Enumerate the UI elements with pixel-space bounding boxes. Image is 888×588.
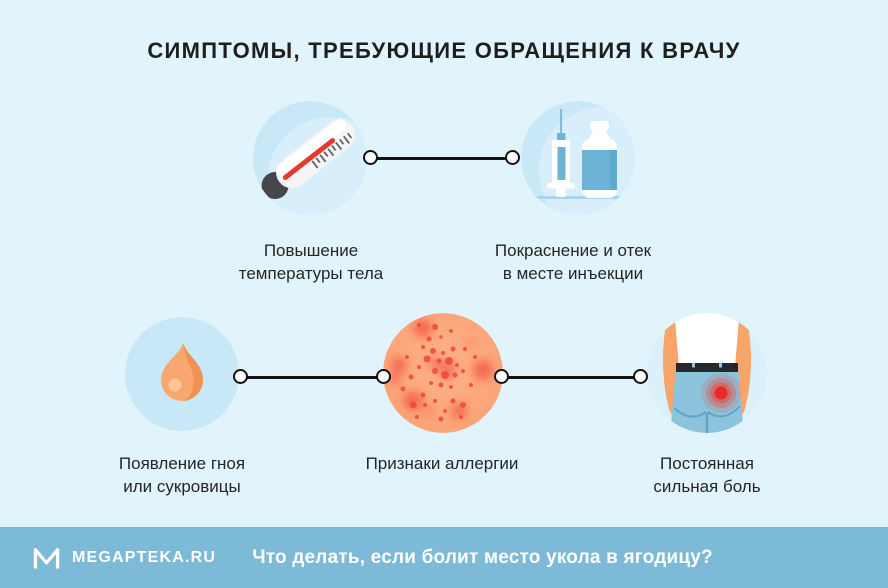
label-line: Повышение (263, 241, 359, 260)
label-line: Постоянная (660, 454, 754, 473)
label-line: Покраснение и отек (494, 241, 652, 260)
symptom-circle-temperature (253, 101, 367, 215)
syringe-vial-icon (531, 109, 625, 199)
label-line: или сукровицы (123, 477, 241, 496)
buttock-pain-icon (647, 313, 767, 433)
symptom-label-temperature: Повышение температуры тела (239, 239, 383, 285)
allergy-rash-icon (383, 313, 503, 433)
connector-node (233, 369, 248, 384)
connector-line (241, 376, 384, 379)
connector-node (505, 150, 520, 165)
symptom-circle-allergy (383, 313, 503, 433)
symptom-label-allergy: Признаки аллергии (366, 452, 519, 475)
brand-name: MEGAPTEKA.RU (72, 548, 217, 566)
connector-node (363, 150, 378, 165)
footer-bar: MEGAPTEKA.RU Что делать, если болит мест… (0, 527, 888, 588)
symptom-circle-pus (125, 317, 239, 431)
symptom-label-injection-site: Покраснение и отек в месте инъекции (495, 239, 651, 285)
thermometer-icon (261, 119, 356, 200)
connector-line (502, 376, 641, 379)
label-line: сильная боль (653, 477, 761, 496)
symptom-circle-injection-site (521, 101, 635, 215)
label-line: Признаки аллергии (365, 454, 519, 473)
page-title: СИМПТОМЫ, ТРЕБУЮЩИЕ ОБРАЩЕНИЯ К ВРАЧУ (147, 38, 741, 63)
symptom-circle-pain (647, 313, 767, 433)
connector-node (376, 369, 391, 384)
symptom-label-pus: Появление гноя или сукровицы (119, 452, 245, 498)
connector-node (494, 369, 509, 384)
label-line: температуры тела (238, 264, 384, 283)
connector-node (633, 369, 648, 384)
connector-line (371, 157, 513, 160)
megapteka-logo-icon (32, 544, 61, 571)
label-line: в месте инъекции (502, 264, 644, 283)
footer-question: Что делать, если болит место укола в яго… (252, 546, 713, 568)
symptom-label-pain: Постоянная сильная боль (653, 452, 760, 498)
pus-drop-icon (161, 343, 204, 401)
label-line: Появление гноя (118, 454, 246, 473)
